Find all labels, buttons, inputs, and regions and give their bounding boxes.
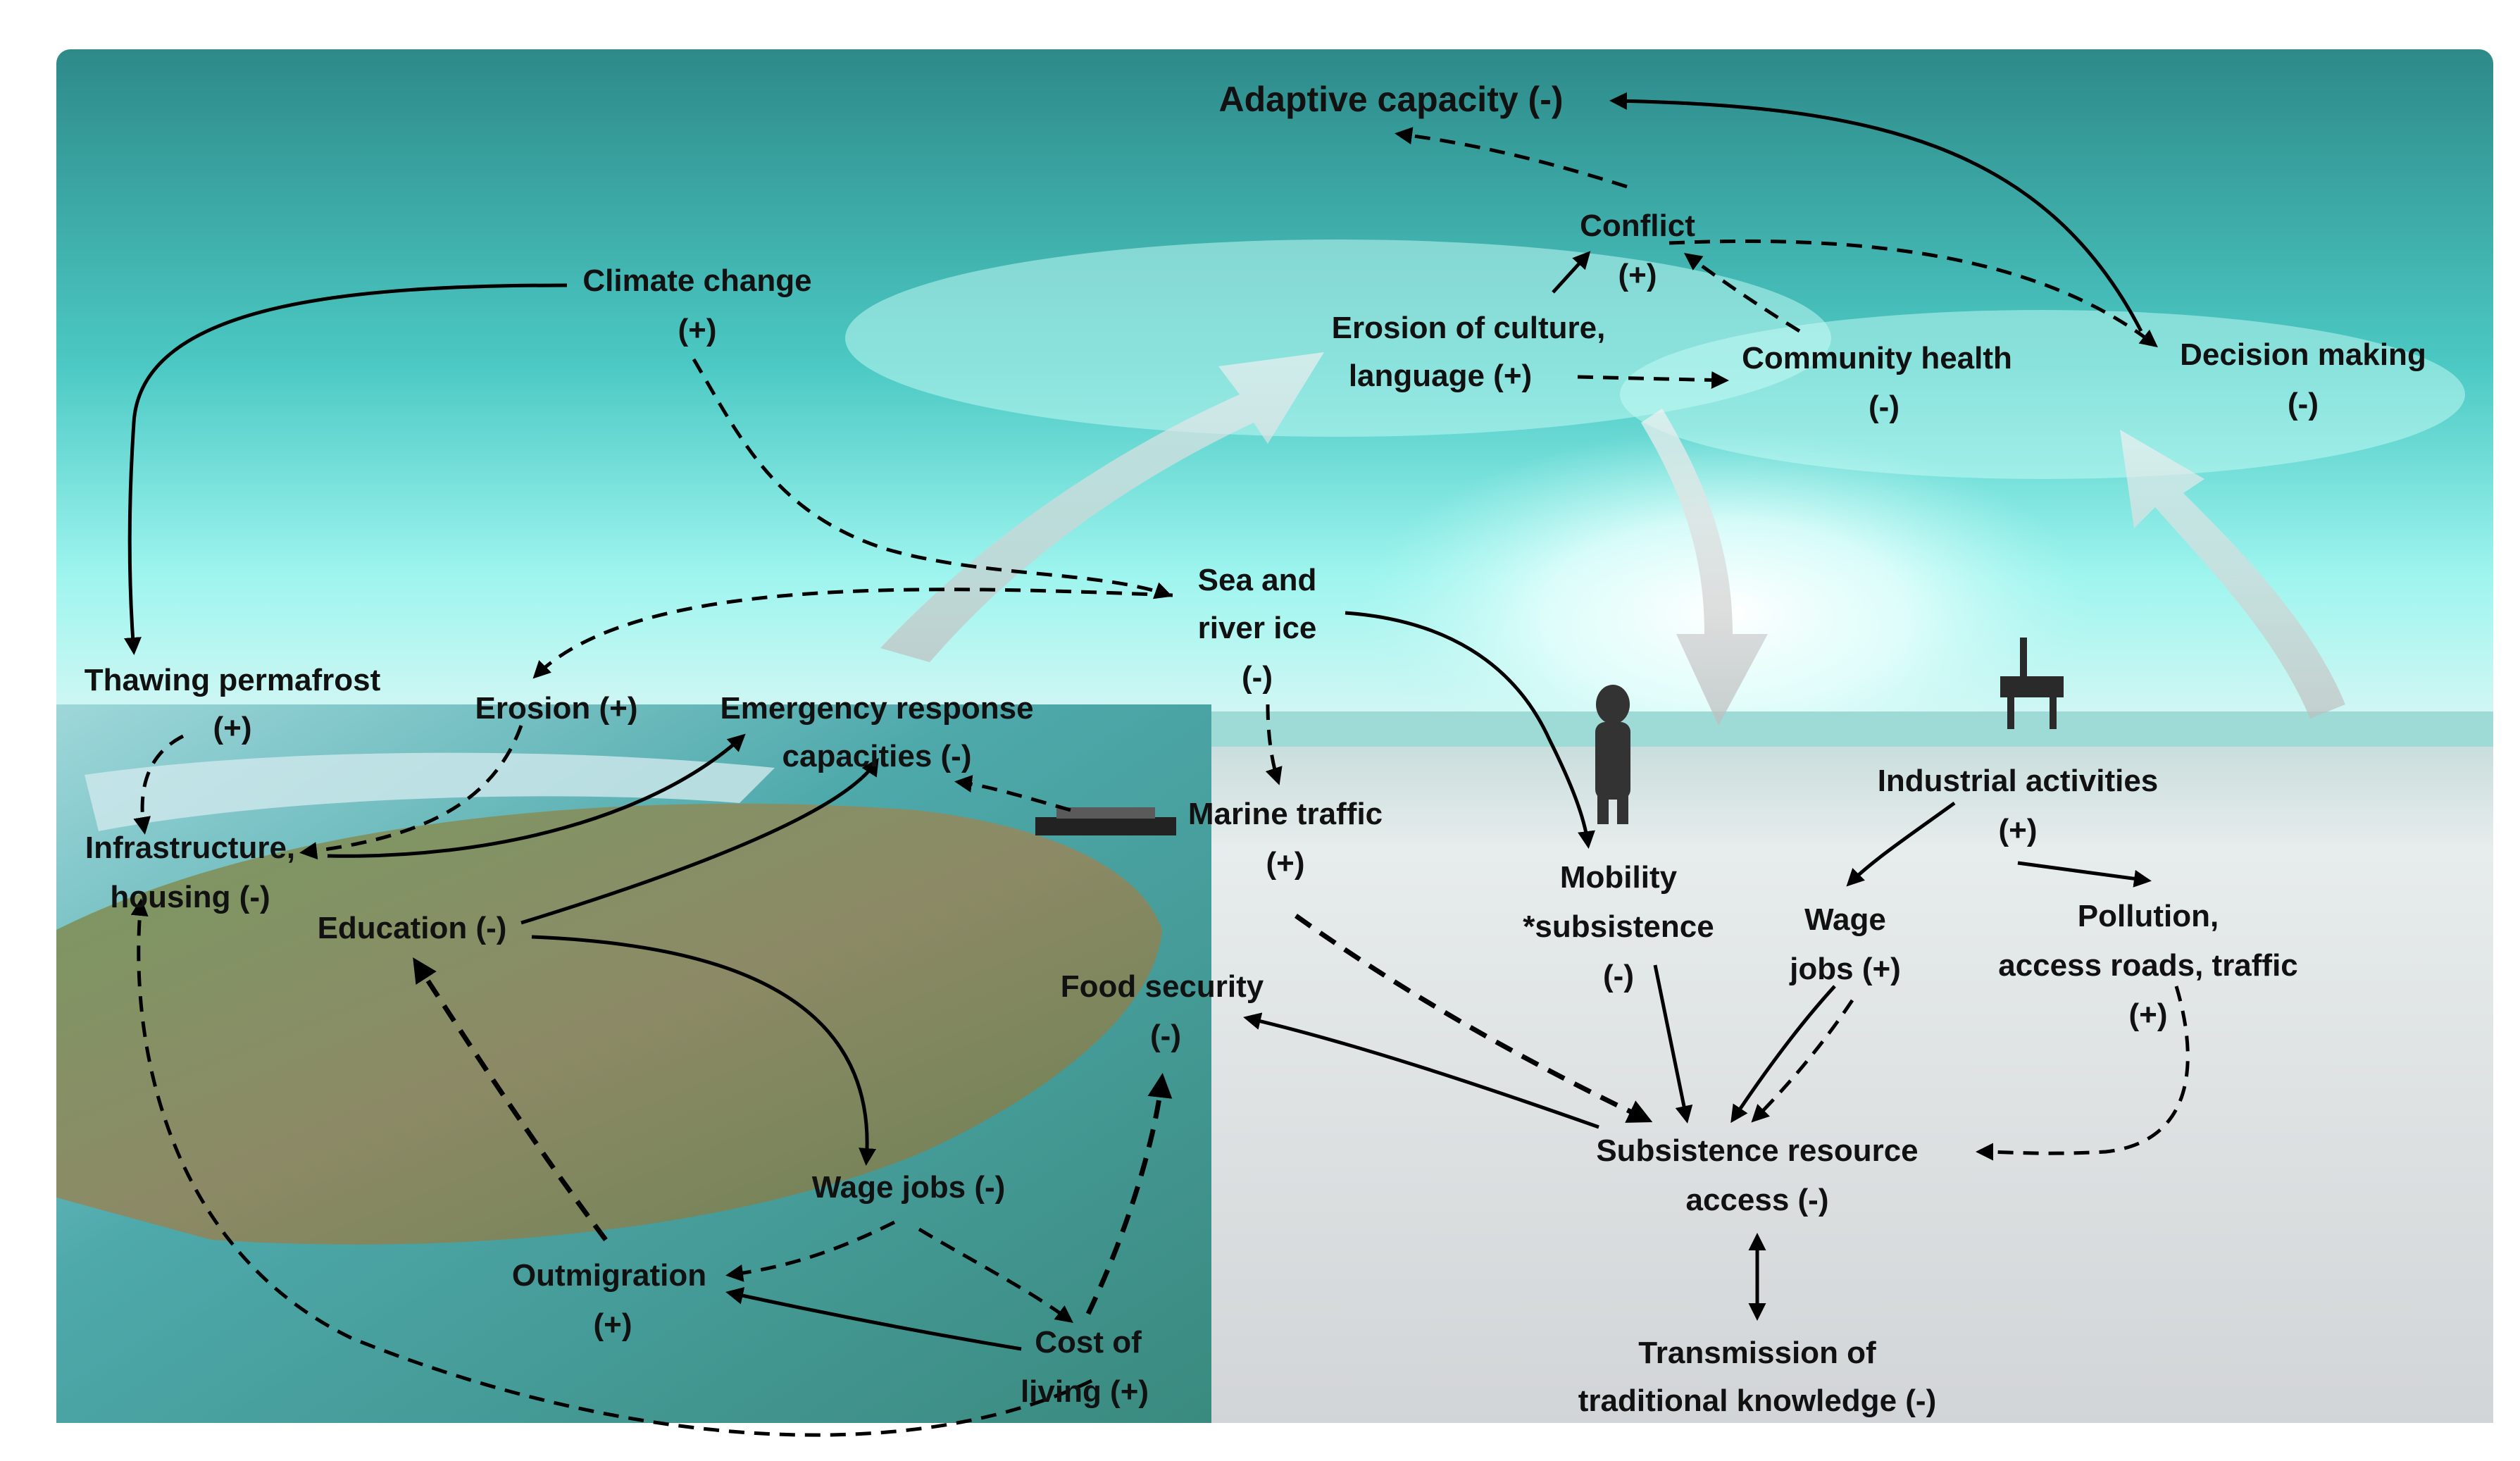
label-sea-ice-sign: (-) [1242, 660, 1273, 695]
label-climate-change-sign: (+) [678, 313, 717, 347]
label-marine-traffic-sign: (+) [1266, 846, 1305, 881]
grey-arrow-down [1641, 409, 1768, 726]
arrow-outmigration-to-education [413, 957, 608, 1242]
label-conflict: Conflict [1580, 209, 1695, 243]
arrow-cost-to-outmigration [725, 1287, 1022, 1351]
label-conflict-sign: (+) [1618, 258, 1657, 292]
label-food-security: Food security [1061, 969, 1264, 1004]
label-mobility-sign: (-) [1603, 959, 1634, 993]
arrow-education-to-infrastructure [520, 757, 879, 925]
label-community-health-sign: (-) [1869, 390, 1900, 424]
grey-arrow-up-left [880, 352, 1324, 662]
person-figure [1595, 685, 1630, 824]
arrow-pollution-to-subsistence [1976, 986, 2190, 1161]
node-labels: Adaptive capacity (-) Conflict (+) Erosi… [85, 80, 2426, 1418]
label-industrial-activities: Industrial activities [1878, 764, 2159, 798]
arrow-decision-to-adaptive [1609, 92, 2143, 332]
label-pollution-line2: access roads, traffic [1998, 948, 2298, 983]
cloud [845, 240, 1831, 437]
aerial-photo-lagoon [85, 752, 775, 831]
arrow-erosion-to-infrastructure [299, 725, 523, 860]
connections [124, 92, 2190, 1437]
label-wage-jobs-right: Wage [1804, 902, 1886, 937]
arrow-industrial-to-pollution [2017, 861, 2152, 888]
cloud [1620, 310, 2465, 479]
label-cost-of-living: Cost of [1035, 1325, 1142, 1360]
arrow-cost-to-infrastructure [130, 898, 1093, 1437]
label-emergency-response: Emergency response [720, 691, 1033, 726]
arrow-seaice-to-marine [1265, 704, 1283, 785]
label-subsistence-access-line2: access (-) [1685, 1183, 1828, 1217]
arrow-marine-to-subsistence [1294, 914, 1653, 1123]
label-pollution: Pollution, [2078, 899, 2219, 933]
label-cost-of-living-line2: living (+) [1021, 1374, 1149, 1409]
aerial-photo-land [56, 803, 1162, 1245]
label-climate-change: Climate change [582, 263, 811, 298]
label-food-security-sign: (-) [1150, 1019, 1181, 1053]
label-erosion: Erosion (+) [475, 691, 637, 726]
label-industrial-activities-sign: (+) [1999, 813, 2038, 847]
arrow-mobility-to-subsistence [1653, 964, 1693, 1124]
arrow-wage-right-dashed-to-subsistence [1751, 999, 1854, 1123]
arrow-seaice-to-erosion [532, 587, 1173, 679]
label-decision-making: Decision making [2180, 337, 2426, 372]
arrow-cost-to-foodsecurity [1085, 1073, 1173, 1315]
label-infrastructure-line2: housing (-) [110, 880, 270, 914]
label-thawing-permafrost-sign: (+) [213, 711, 252, 745]
label-outmigration: Outmigration [512, 1258, 706, 1293]
arrow-climate-to-thawing [124, 283, 568, 655]
arrow-education-to-wagejobs [531, 935, 877, 1166]
label-wage-jobs-left: Wage jobs (-) [812, 1170, 1006, 1205]
ship-deck [1056, 807, 1155, 819]
label-community-health: Community health [1742, 341, 2012, 375]
label-wage-jobs-right-line2: jobs (+) [1789, 952, 1901, 986]
label-erosion-culture-line2: language (+) [1349, 359, 1532, 393]
label-erosion-culture: Erosion of culture, [1332, 311, 1606, 345]
arrow-erosion-culture-to-conflict [1552, 251, 1591, 294]
arrow-marine-to-emergency [954, 775, 1071, 812]
grey-arrow-up-right [2120, 430, 2345, 719]
label-education: Education (-) [318, 911, 507, 945]
label-infrastructure: Infrastructure, [85, 831, 295, 865]
arrow-thawing-to-infrastructure [133, 734, 185, 835]
label-sea-ice: Sea and [1198, 563, 1317, 597]
arrow-industrial-to-wage [1846, 801, 1956, 887]
arrow-subsistence-to-foodsecurity [1243, 1012, 1599, 1129]
label-mobility: Mobility [1560, 860, 1678, 895]
label-marine-traffic: Marine traffic [1188, 797, 1383, 831]
arrow-wagejobs-to-outmigration [725, 1220, 896, 1282]
label-subsistence-access: Subsistence resource [1596, 1133, 1918, 1168]
arrow-seaice-to-mobility [1345, 611, 1595, 849]
label-transmission-line2: traditional knowledge (-) [1578, 1384, 1936, 1418]
label-thawing-permafrost: Thawing permafrost [85, 663, 381, 697]
label-transmission: Transmission of [1638, 1336, 1876, 1370]
label-decision-making-sign: (-) [2288, 387, 2319, 421]
arrow-wage-right-to-subsistence [1730, 985, 1836, 1124]
label-adaptive-capacity: Adaptive capacity (-) [1218, 80, 1563, 119]
arrow-conflict-to-adaptive [1395, 127, 1628, 189]
label-emergency-response-line2: capacities (-) [782, 739, 972, 773]
arrow-wagejobs-to-cost [918, 1227, 1074, 1323]
arrow-infrastructure-to-emergency [327, 733, 746, 858]
arrow-climate-to-seaice [692, 358, 1173, 599]
label-pollution-sign: (+) [2129, 997, 2168, 1032]
label-mobility-line2: *subsistence [1523, 909, 1714, 944]
oil-platform [2000, 638, 2064, 729]
label-sea-ice-line2: river ice [1198, 611, 1317, 645]
sea-ice-surface [1197, 747, 2493, 1423]
ship [1035, 817, 1176, 835]
label-outmigration-sign: (+) [594, 1307, 632, 1342]
